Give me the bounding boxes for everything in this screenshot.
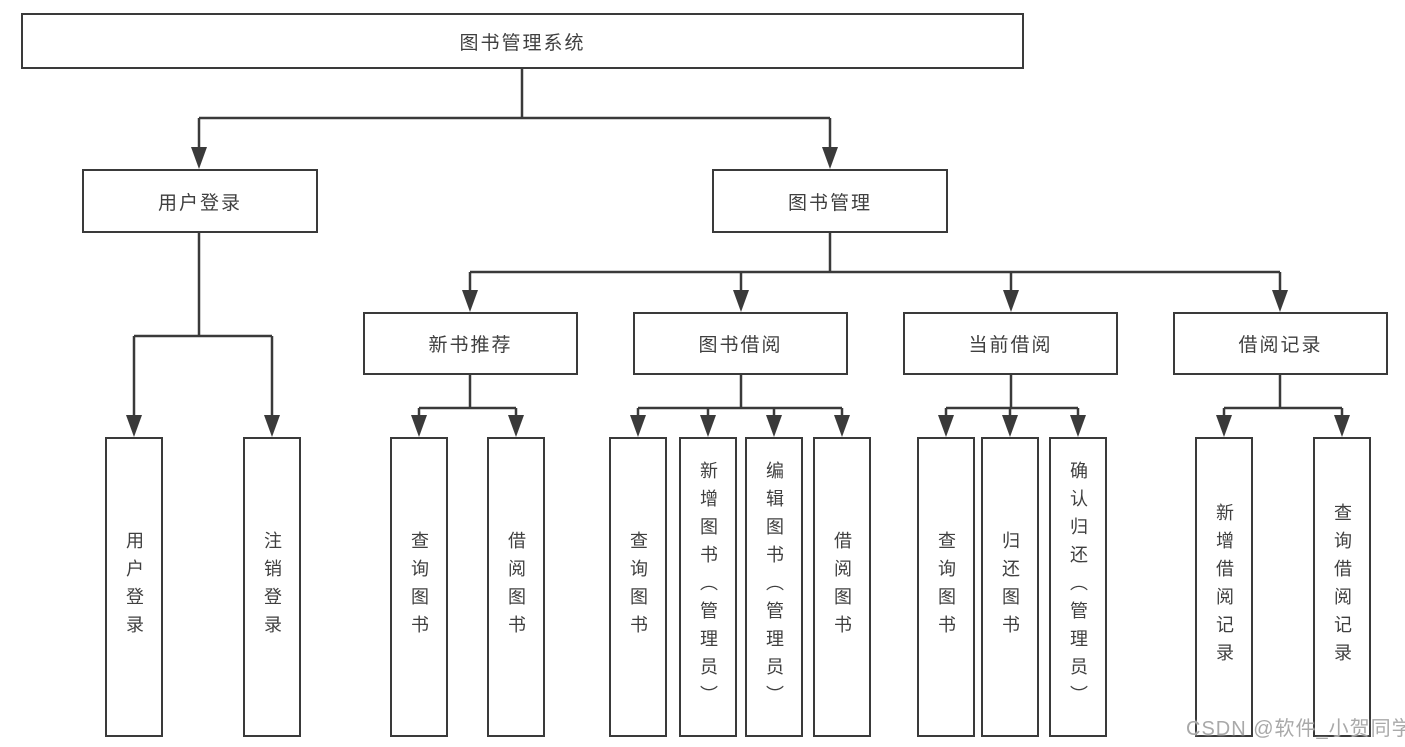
node-root: 图书管理系统 — [21, 13, 1024, 69]
node-user-login: 用户登录 — [82, 169, 318, 233]
node-book-management: 图书管理 — [712, 169, 948, 233]
leaf-return-book-label: 归还图书 — [1000, 531, 1020, 643]
leaf-recommend-borrow-book: 借阅图书 — [487, 437, 545, 737]
leaf-recommend-query-book: 查询图书 — [390, 437, 448, 737]
leaf-edit-book-admin-label: 编辑图书（管理员） — [764, 461, 784, 713]
arrowheads — [126, 147, 1350, 437]
csdn-watermark: CSDN @软件_小贺同学 — [1186, 718, 1405, 740]
leaf-current-query-book: 查询图书 — [917, 437, 975, 737]
node-current-borrowing-label: 当前借阅 — [968, 335, 1053, 356]
node-borrowing-records-label: 借阅记录 — [1238, 335, 1323, 356]
leaf-return-book: 归还图书 — [981, 437, 1039, 737]
leaf-borrow-book: 借阅图书 — [813, 437, 871, 737]
leaf-user-login: 用户登录 — [105, 437, 163, 737]
leaf-current-query-book-label: 查询图书 — [936, 531, 956, 643]
leaf-confirm-return-admin: 确认归还（管理员） — [1049, 437, 1107, 737]
node-user-login-label: 用户登录 — [157, 192, 242, 214]
leaf-recommend-borrow-book-label: 借阅图书 — [506, 531, 526, 643]
node-root-label: 图书管理系统 — [459, 32, 586, 54]
leaf-add-book-admin-label: 新增图书（管理员） — [698, 461, 718, 713]
leaf-logout: 注销登录 — [243, 437, 301, 737]
leaf-add-book-admin: 新增图书（管理员） — [679, 437, 737, 737]
node-new-book-recommendation: 新书推荐 — [363, 312, 578, 375]
leaf-edit-book-admin: 编辑图书（管理员） — [745, 437, 803, 737]
node-new-book-recommendation-label: 新书推荐 — [428, 335, 513, 356]
node-current-borrowing: 当前借阅 — [903, 312, 1118, 375]
leaf-add-borrow-record: 新增借阅记录 — [1195, 437, 1253, 737]
leaf-recommend-query-book-label: 查询图书 — [409, 531, 429, 643]
leaf-query-borrow-record: 查询借阅记录 — [1313, 437, 1371, 737]
node-borrowing-records: 借阅记录 — [1173, 312, 1388, 375]
node-book-borrowing-label: 图书借阅 — [698, 335, 783, 356]
leaf-add-borrow-record-label: 新增借阅记录 — [1214, 503, 1234, 671]
leaf-borrow-book-label: 借阅图书 — [832, 531, 852, 643]
node-book-management-label: 图书管理 — [787, 192, 872, 214]
leaf-user-login-label: 用户登录 — [124, 531, 144, 643]
leaf-borrowing-query-book-label: 查询图书 — [628, 531, 648, 643]
leaf-borrowing-query-book: 查询图书 — [609, 437, 667, 737]
node-book-borrowing: 图书借阅 — [633, 312, 848, 375]
leaf-confirm-return-admin-label: 确认归还（管理员） — [1068, 461, 1088, 713]
leaf-query-borrow-record-label: 查询借阅记录 — [1332, 503, 1352, 671]
leaf-logout-label: 注销登录 — [262, 531, 282, 643]
